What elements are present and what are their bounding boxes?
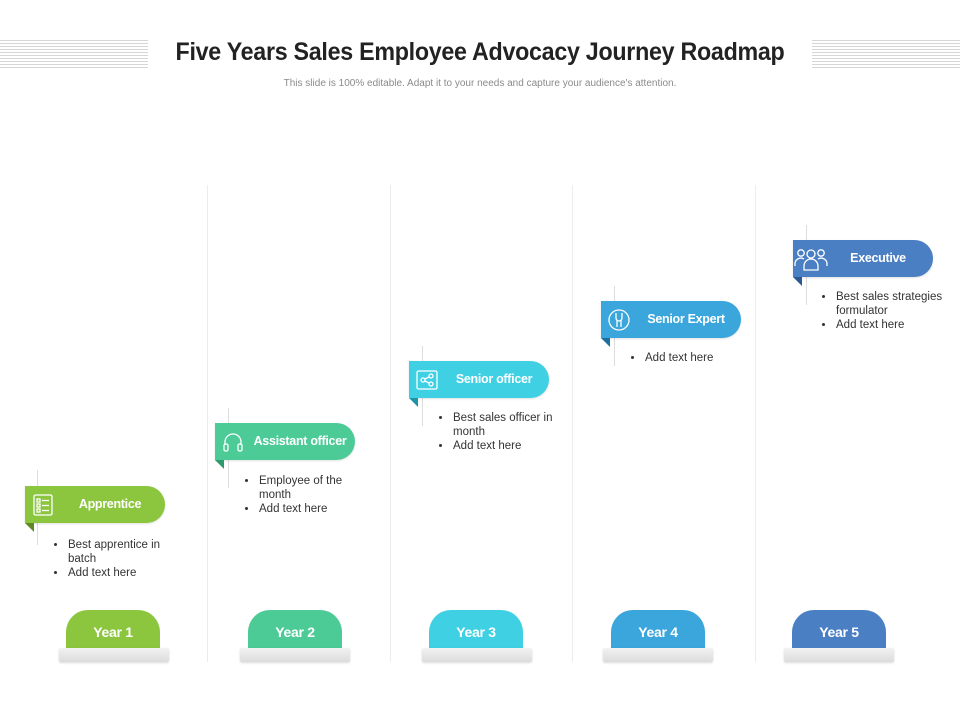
badge-fold <box>793 277 802 286</box>
column-divider <box>390 185 391 662</box>
list-item: Best sales officer in month <box>452 411 562 439</box>
column-divider <box>572 185 573 662</box>
list-item: Add text here <box>835 318 945 332</box>
badge-fold <box>601 338 610 347</box>
role-label: Senior officer <box>455 372 533 386</box>
role-label: Senior Expert <box>647 312 725 326</box>
achievement-list: Best apprentice in batch Add text here <box>49 538 177 580</box>
team-icon <box>793 240 829 277</box>
list-item: Best sales strategies formulator <box>835 290 945 318</box>
year-base <box>422 648 532 662</box>
role-badge-senior-expert: Senior Expert <box>601 301 741 338</box>
headphones-icon <box>215 423 251 460</box>
badge-fold <box>215 460 224 469</box>
role-label: Executive <box>850 251 906 265</box>
list-item: Add text here <box>258 502 368 516</box>
share-icon <box>409 361 445 398</box>
year-tab-2: Year 2 <box>248 610 342 653</box>
role-label: Apprentice <box>78 497 142 511</box>
header-stripes-left <box>0 40 148 70</box>
list-item: Add text here <box>452 439 562 453</box>
role-label: Assistant officer <box>253 434 347 448</box>
year-base <box>784 648 894 662</box>
role-badge-assistant-officer: Assistant officer <box>215 423 355 460</box>
year-base <box>603 648 713 662</box>
column-divider <box>755 185 756 662</box>
year-tab-4: Year 4 <box>611 610 705 653</box>
list-item: Add text here <box>67 566 177 580</box>
achievement-list: Best sales officer in month Add text her… <box>434 411 562 453</box>
column-divider <box>207 185 208 662</box>
list-item: Employee of the month <box>258 474 368 502</box>
slide-title: Five Years Sales Employee Advocacy Journ… <box>175 38 785 66</box>
role-badge-executive: Executive <box>793 240 933 277</box>
achievement-list: Add text here <box>626 351 754 365</box>
year-tab-3: Year 3 <box>429 610 523 653</box>
badge-fold <box>409 398 418 407</box>
year-tab-5: Year 5 <box>792 610 886 653</box>
list-item: Add text here <box>644 351 754 365</box>
role-badge-apprentice: Apprentice <box>25 486 165 523</box>
list-item: Best apprentice in batch <box>67 538 177 566</box>
year-base <box>59 648 169 662</box>
badge-fold <box>25 523 34 532</box>
role-badge-senior-officer: Senior officer <box>409 361 549 398</box>
checklist-icon <box>25 486 61 523</box>
year-tab-1: Year 1 <box>66 610 160 653</box>
achievement-list: Best sales strategies formulator Add tex… <box>817 290 945 332</box>
slide-subtitle: This slide is 100% editable. Adapt it to… <box>283 78 677 89</box>
year-base <box>240 648 350 662</box>
achievement-list: Employee of the month Add text here <box>240 474 368 516</box>
wrench-icon <box>601 301 637 338</box>
header-stripes-right <box>812 40 960 70</box>
